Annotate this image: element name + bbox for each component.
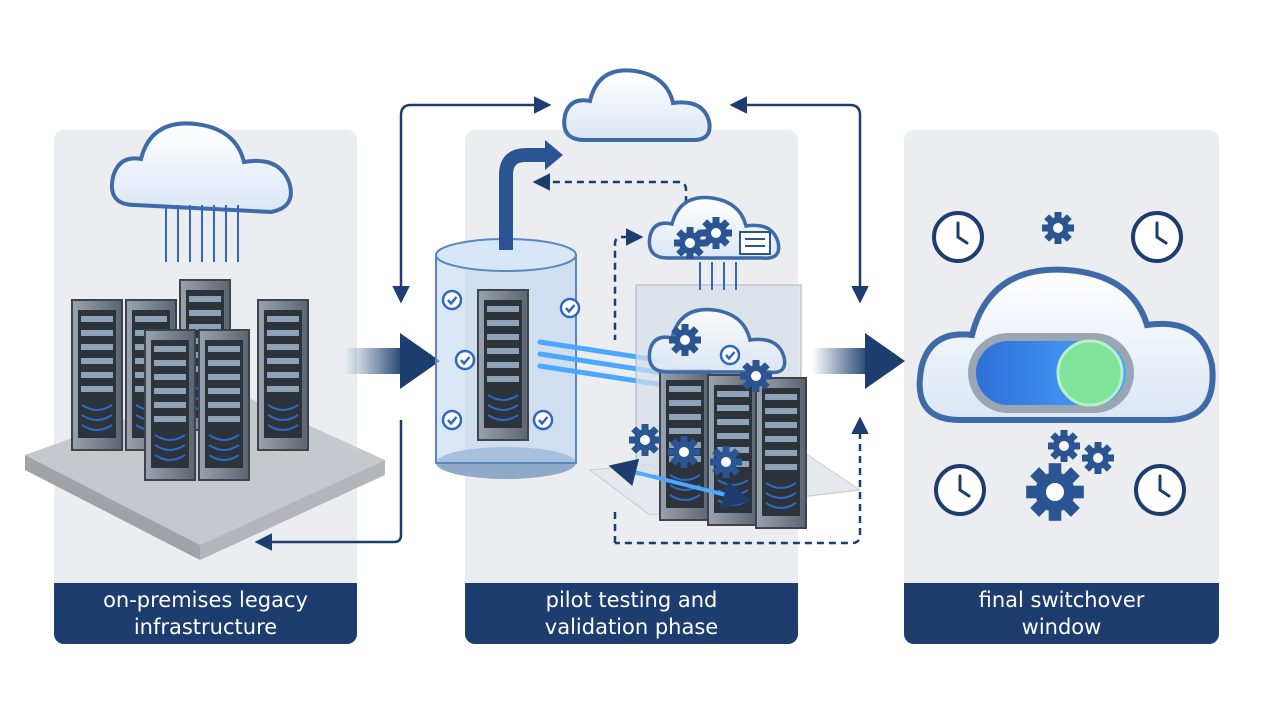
legacy-cloud-icon	[110, 121, 293, 215]
clock-icon	[932, 211, 984, 263]
stage-label-pilot: pilot testing and validation phase	[465, 583, 798, 644]
stage-label-text: final switchover window	[978, 587, 1145, 639]
clock-icon	[1134, 464, 1186, 516]
clock-icon	[934, 464, 986, 516]
legacy-cloud-connection-lines	[165, 205, 239, 262]
gear-icon	[1042, 212, 1074, 244]
legacy-server-rack-icon	[71, 279, 309, 481]
gear-icon	[1026, 430, 1114, 521]
clock-icon	[1131, 211, 1183, 263]
pilot-cloud-connection-lines	[699, 262, 737, 290]
data-transfer-pipe	[499, 140, 563, 250]
stage-label-text: pilot testing and validation phase	[544, 587, 719, 639]
pilot-process-cloud-icon	[647, 195, 781, 260]
feedback-loop-arrows	[254, 96, 869, 551]
toggle-switch-icon	[968, 333, 1134, 413]
sync-arrow-icon	[608, 458, 752, 509]
arrow-right-icon	[812, 333, 905, 389]
pilot-validation-cloud-icon	[647, 307, 787, 392]
target-cloud-icon	[562, 68, 712, 143]
stage-label-text: on-premises legacy infrastructure	[103, 587, 308, 639]
stage-label-switchover: final switchover window	[904, 583, 1219, 644]
pilot-glass-cylinder	[435, 238, 581, 479]
arrow-right-icon	[345, 333, 440, 389]
stage-label-legacy: on-premises legacy infrastructure	[54, 583, 357, 644]
